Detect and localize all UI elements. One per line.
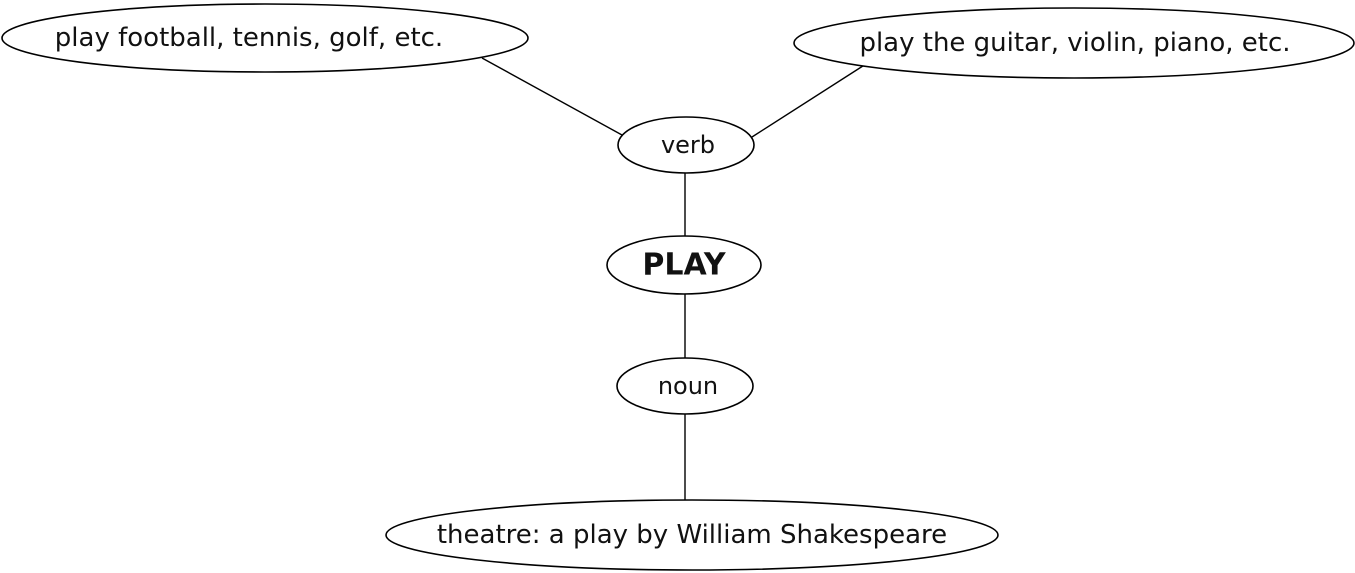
node-sports-example: play football, tennis, golf, etc. [1,3,529,73]
node-play-center-shape [606,235,762,295]
node-theatre-example: theatre: a play by William Shakespeare [385,499,999,571]
node-theatre-example-label: theatre: a play by William Shakespeare [437,520,947,550]
connector-verb-to-instruments [751,63,867,138]
node-verb-label: verb [661,131,715,159]
node-noun-label: noun [658,372,718,400]
node-play-center: PLAY [606,235,762,295]
node-theatre-example-shape [385,499,999,571]
node-noun: noun [616,357,754,415]
node-verb: verb [617,116,755,174]
node-verb-shape [617,116,755,174]
connector-verb-to-sports [481,57,623,136]
node-sports-example-shape [1,3,529,73]
node-instruments-example-shape [793,7,1355,79]
node-instruments-example: play the guitar, violin, piano, etc. [793,7,1355,79]
node-instruments-example-label: play the guitar, violin, piano, etc. [859,28,1290,58]
node-sports-example-label: play football, tennis, golf, etc. [55,23,443,53]
node-play-center-label: PLAY [642,248,726,283]
node-noun-shape [616,357,754,415]
